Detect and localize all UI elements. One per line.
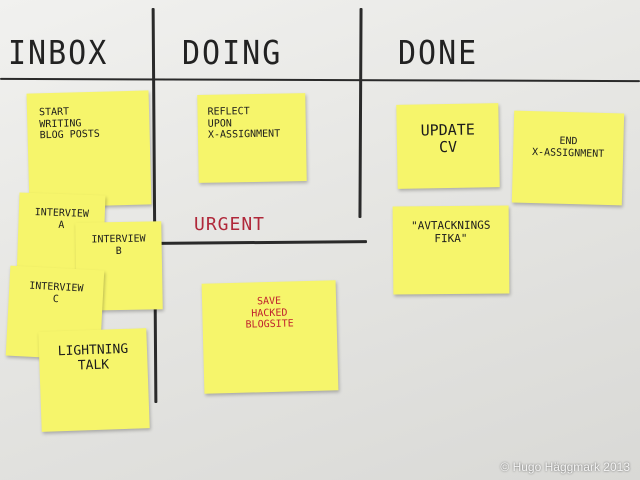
sticky-note-update-cv: UPDATE CV (396, 103, 500, 189)
column-heading-doing: DOING (182, 34, 283, 73)
column-heading-done: DONE (398, 34, 479, 73)
urgent-divider (156, 240, 368, 245)
sticky-note-start-writing: START WRITING BLOG POSTS (26, 90, 152, 208)
sticky-note-avtacknings-fika: "AVTACKNINGS FIKA" (392, 205, 510, 295)
sticky-note-reflect: REFLECT UPON X-ASSIGNMENT (197, 93, 307, 183)
sticky-note-end-assignment: END X-ASSIGNMENT (511, 110, 625, 206)
urgent-label: URGENT (194, 214, 266, 235)
column-divider-2 (358, 7, 363, 219)
sticky-note-lightning-talk: LIGHTNING TALK (38, 328, 150, 432)
column-divider-1 (151, 7, 158, 404)
header-divider (0, 77, 640, 83)
column-heading-inbox: INBOX (8, 34, 109, 73)
sticky-note-save-blogsite: SAVE HACKED BLOGSITE (201, 280, 339, 394)
photo-credit: © Hugo Häggmark 2013 (500, 460, 630, 474)
